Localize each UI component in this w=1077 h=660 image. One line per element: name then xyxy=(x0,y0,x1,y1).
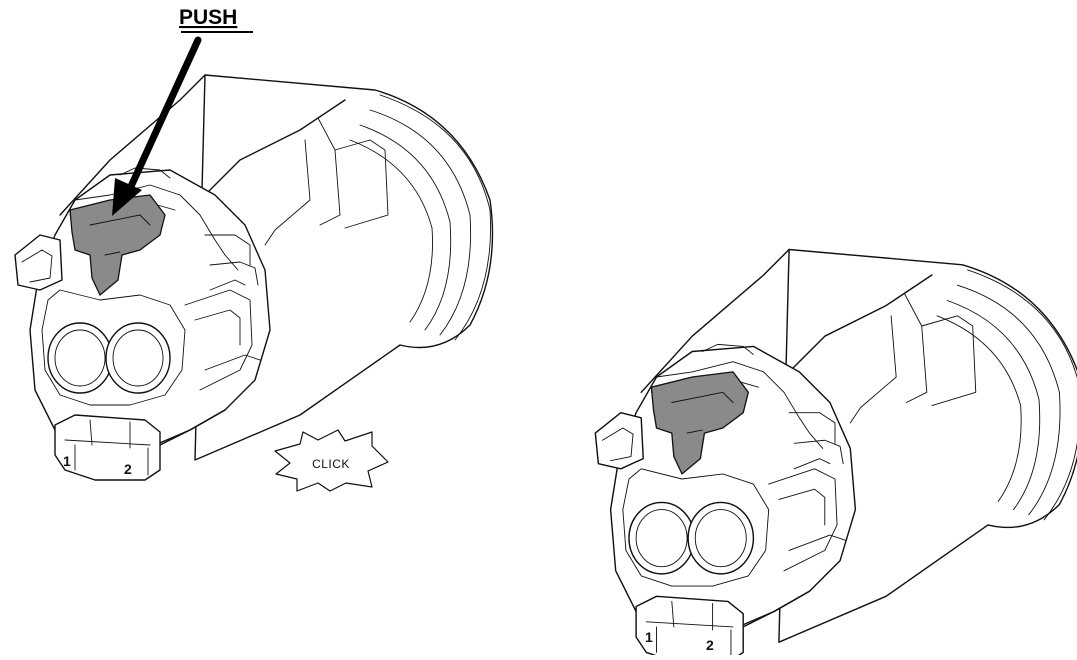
pin-label-left-2: 2 xyxy=(124,461,132,477)
push-arrow-icon xyxy=(112,36,202,216)
click-burst-icon: CLICK xyxy=(274,429,389,492)
pin-label-left-1: 1 xyxy=(63,453,71,469)
click-label: CLICK xyxy=(312,457,350,471)
connector-left-body xyxy=(14,74,494,481)
connector-left: 1 2 xyxy=(14,74,494,481)
push-callout: PUSH xyxy=(112,6,253,216)
connector-right: 1 2 xyxy=(594,248,1077,660)
pin-label-right-2: 2 xyxy=(706,637,714,653)
connector-right-body xyxy=(594,248,1077,660)
pin-label-right-1: 1 xyxy=(645,629,653,645)
push-label: PUSH xyxy=(179,6,237,29)
